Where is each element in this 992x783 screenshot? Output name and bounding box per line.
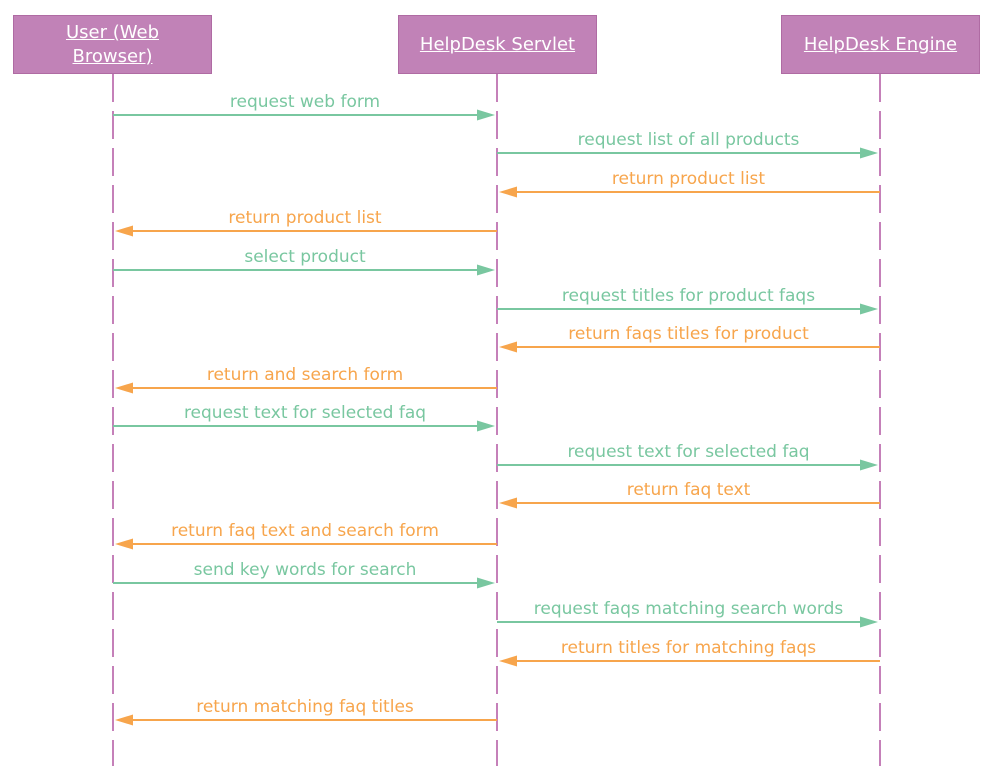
message-arrow-return-matching-faq-titles	[115, 714, 497, 726]
message-arrow-request-faqs-matching-search-words	[497, 616, 878, 628]
arrowhead-icon	[115, 382, 133, 394]
message-label-request-faqs-matching-search-words: request faqs matching search words	[533, 599, 844, 619]
arrowhead-icon	[860, 459, 878, 471]
arrowhead-icon	[115, 538, 133, 550]
message-arrow-request-text-for-selected-faq	[113, 420, 495, 432]
message-label-return-titles-for-matching-faqs: return titles for matching faqs	[560, 638, 817, 658]
arrowhead-icon	[477, 577, 495, 589]
arrowhead-icon	[499, 341, 517, 353]
arrowhead-icon	[860, 303, 878, 315]
message-arrow-return-and-search-form	[115, 382, 497, 394]
message-label-request-text-for-selected-faq: request text for selected faq	[567, 442, 810, 462]
message-label-request-web-form: request web form	[229, 92, 381, 112]
message-arrow-return-faq-text-and-search-form	[115, 538, 497, 550]
message-label-return-matching-faq-titles: return matching faq titles	[196, 697, 414, 717]
arrowhead-icon	[477, 420, 495, 432]
arrowhead-icon	[860, 616, 878, 628]
message-label-return-and-search-form: return and search form	[206, 365, 404, 385]
message-label-request-list-of-all-products: request list of all products	[577, 130, 800, 150]
message-label-return-faq-text-and-search-form: return faq text and search form	[171, 521, 439, 541]
actor-label-line: Browser)	[72, 45, 153, 67]
message-arrow-request-titles-for-product-faqs	[497, 303, 878, 315]
actor-label-line: User (Web	[65, 22, 159, 44]
message-arrow-request-list-of-all-products	[497, 147, 878, 159]
arrowhead-icon	[860, 147, 878, 159]
message-label-request-titles-for-product-faqs: request titles for product faqs	[561, 286, 816, 306]
message-label-request-text-for-selected-faq: request text for selected faq	[183, 403, 427, 423]
message-arrow-send-key-words-for-search	[113, 577, 495, 589]
message-label-return-faqs-titles-for-product: return faqs titles for product	[568, 324, 809, 344]
arrowhead-icon	[499, 186, 517, 198]
message-label-return-faq-text: return faq text	[626, 480, 751, 500]
actor-label-line: HelpDesk Engine	[803, 33, 958, 55]
message-arrow-request-text-for-selected-faq	[497, 459, 878, 471]
message-arrow-return-product-list	[115, 225, 497, 237]
message-arrow-return-faq-text	[499, 497, 880, 509]
message-label-return-product-list: return product list	[228, 208, 382, 228]
actor-label-line: HelpDesk Servlet	[419, 33, 576, 55]
message-arrow-select-product	[113, 264, 495, 276]
arrowhead-icon	[115, 714, 133, 726]
arrowhead-icon	[477, 109, 495, 121]
message-label-return-product-list: return product list	[611, 169, 766, 189]
message-arrow-return-titles-for-matching-faqs	[499, 655, 880, 667]
message-label-send-key-words-for-search: send key words for search	[193, 560, 417, 580]
message-arrow-request-web-form	[113, 109, 495, 121]
actor-box-helpdesk-engine: HelpDesk Engine	[781, 15, 980, 74]
arrowhead-icon	[115, 225, 133, 237]
arrowhead-icon	[477, 264, 495, 276]
actor-box-helpdesk-servlet: HelpDesk Servlet	[398, 15, 597, 74]
arrowhead-icon	[499, 655, 517, 667]
message-arrow-return-product-list	[499, 186, 880, 198]
message-arrow-return-faqs-titles-for-product	[499, 341, 880, 353]
message-label-select-product: select product	[244, 247, 366, 267]
arrowhead-icon	[499, 497, 517, 509]
